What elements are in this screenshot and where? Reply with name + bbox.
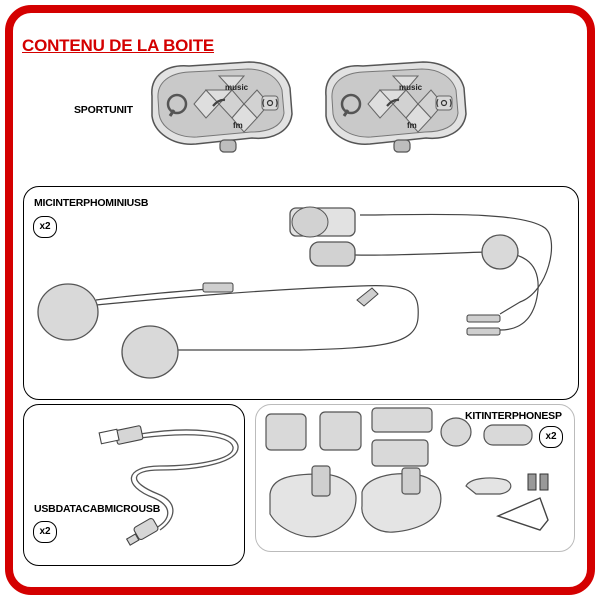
page-title: CONTENU DE LA BOITE (22, 36, 215, 55)
micinterpho-panel (23, 186, 579, 400)
kit-label: KITINTERPHONESP (465, 410, 562, 422)
sportunit-label: SPORTUNIT (74, 104, 133, 116)
usb-cable-label: USBDATACABMICROUSB (34, 503, 161, 515)
kit-panel (255, 404, 575, 552)
usb-cable-qty-badge: x2 (33, 521, 57, 543)
kit-qty-badge: x2 (539, 426, 563, 448)
micinterpho-label: MICINTERPHOMINIUSB (34, 197, 149, 209)
micinterpho-qty-badge: x2 (33, 216, 57, 238)
usb-cable-panel (23, 404, 245, 566)
